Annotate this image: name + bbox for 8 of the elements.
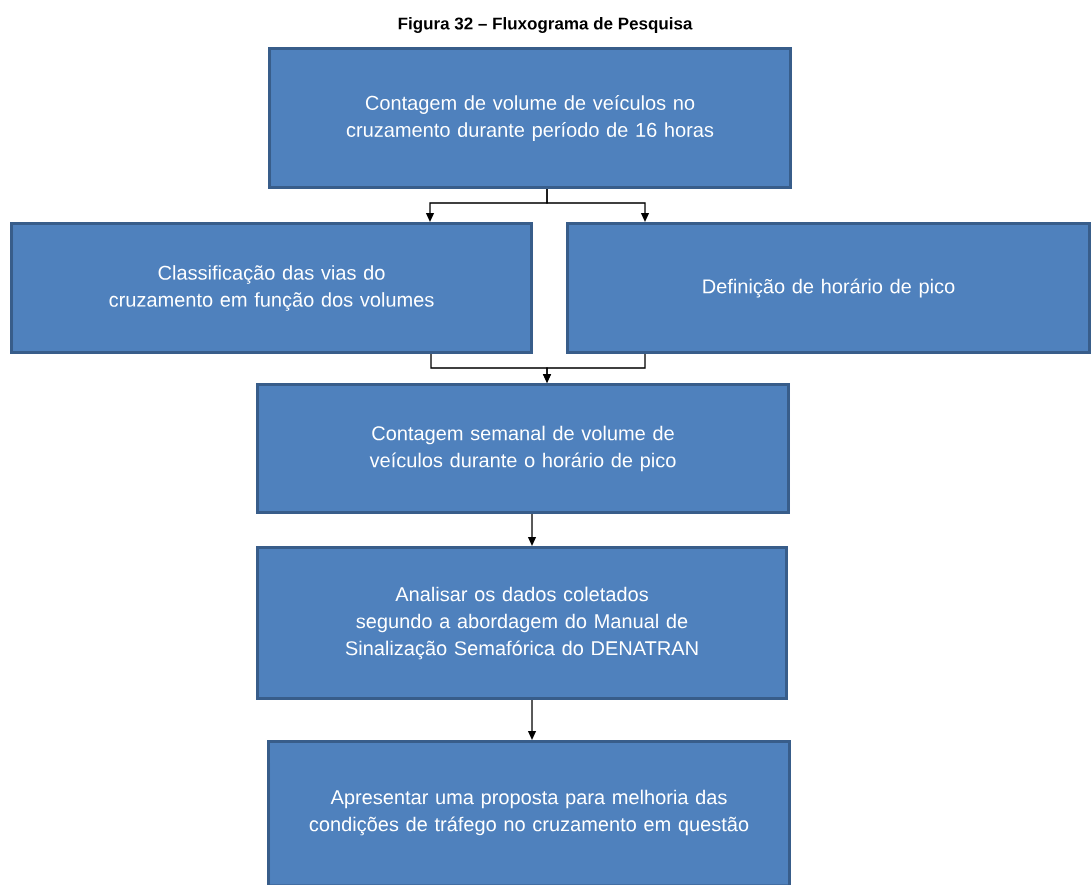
process-box: Definição de horário de pico	[566, 222, 1091, 354]
title: Figura 32 – Fluxograma de Pesquisa	[398, 17, 693, 33]
process-box: Classificação das vias do cruzamento em função dos volumes	[10, 222, 533, 354]
process-box: Contagem semanal de volume de veículos durante o horário de pico	[256, 383, 790, 514]
process-box: Apresentar uma proposta para melhoria das condições de tráfego no cruzamento em questão	[267, 740, 791, 885]
arrow	[546, 188, 650, 222]
process-box: Contagem de volume de veículos no cruzamento durante período de 16 horas	[268, 47, 792, 189]
process-box: Analisar os dados coletados segundo a abordagem do Manual de Sinalização Semafórica do DENATRAN	[256, 546, 788, 700]
